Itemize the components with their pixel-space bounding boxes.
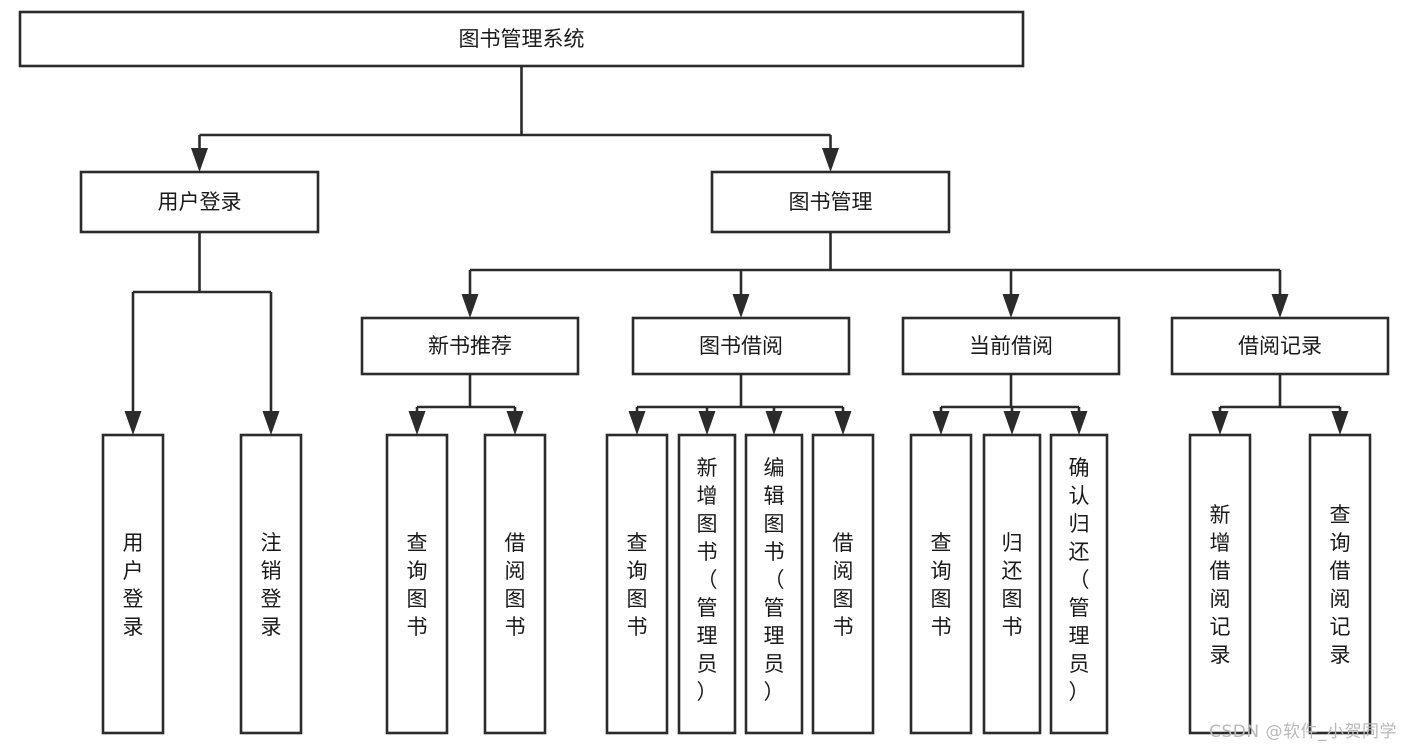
node-box [605, 433, 669, 735]
node-box [982, 433, 1042, 735]
node-label: 图书借阅 [699, 334, 783, 358]
arrow-head-icon [461, 294, 479, 318]
node-label: 编辑图书（管理员） [764, 456, 785, 704]
node-new-book-recommend[interactable]: 新书推荐 [360, 316, 580, 376]
node-box [901, 316, 1121, 376]
arrow-head-icon [1002, 294, 1020, 318]
node-box [811, 433, 875, 735]
node-layer: 图书管理系统用户登录图书管理新书推荐图书借阅当前借阅借阅记录用户登录注销登录查询… [18, 10, 1390, 735]
node-box [631, 316, 851, 376]
arrow-head-icon [628, 411, 646, 435]
arrow-head-icon [262, 411, 280, 435]
node-label: 确认归还（管理员） [1069, 456, 1090, 704]
node-leaf-confirm-return[interactable]: 确认归还（管理员） [1049, 433, 1109, 735]
node-label: 归还图书 [1002, 531, 1023, 639]
node-label: 查询图书 [931, 531, 952, 639]
node-label: 注销登录 [261, 531, 282, 639]
node-leaf-add-book[interactable]: 新增图书（管理员） [677, 433, 737, 735]
node-box [1170, 316, 1390, 376]
node-label: 新增借阅记录 [1210, 503, 1231, 667]
node-box [18, 10, 1025, 68]
node-label: 用户登录 [158, 190, 242, 214]
arrow-head-icon [834, 411, 852, 435]
node-label: 借阅图书 [833, 531, 854, 639]
node-box [385, 433, 449, 735]
node-label: 用户登录 [123, 531, 144, 639]
node-box [1308, 433, 1372, 735]
node-leaf-add-record[interactable]: 新增借阅记录 [1188, 433, 1252, 735]
node-box [483, 433, 547, 735]
node-label: 图书管理 [789, 190, 873, 214]
node-box [360, 316, 580, 376]
node-leaf-query-book-3[interactable]: 查询图书 [909, 433, 973, 735]
node-box [239, 433, 303, 735]
node-label: 借阅记录 [1238, 334, 1322, 358]
arrow-head-icon [506, 411, 524, 435]
node-leaf-borrow-book-1[interactable]: 借阅图书 [483, 433, 547, 735]
node-label: 新增图书（管理员） [697, 456, 718, 704]
node-box [677, 433, 737, 735]
node-leaf-borrow-book-2[interactable]: 借阅图书 [811, 433, 875, 735]
node-root[interactable]: 图书管理系统 [18, 10, 1025, 68]
node-book-management[interactable]: 图书管理 [710, 170, 951, 234]
node-label: 当前借阅 [969, 334, 1053, 358]
node-box [710, 170, 951, 234]
node-box [79, 170, 320, 234]
node-book-borrow[interactable]: 图书借阅 [631, 316, 851, 376]
node-label: 查询借阅记录 [1330, 503, 1351, 667]
node-box [1188, 433, 1252, 735]
node-label: 查询图书 [407, 531, 428, 639]
node-leaf-query-book-2[interactable]: 查询图书 [605, 433, 669, 735]
arrow-head-icon [1003, 411, 1021, 435]
node-box [909, 433, 973, 735]
arrow-head-icon [1331, 411, 1349, 435]
node-leaf-edit-book[interactable]: 编辑图书（管理员） [744, 433, 804, 735]
node-user-login[interactable]: 用户登录 [79, 170, 320, 234]
node-label: 借阅图书 [505, 531, 526, 639]
node-leaf-user-login[interactable]: 用户登录 [101, 433, 165, 735]
connector-layer [124, 66, 1349, 435]
arrow-head-icon [822, 148, 839, 172]
node-current-borrow[interactable]: 当前借阅 [901, 316, 1121, 376]
arrow-head-icon [732, 294, 750, 318]
node-label: 图书管理系统 [459, 27, 585, 51]
arrow-head-icon [932, 411, 950, 435]
arrow-head-icon [191, 148, 208, 172]
node-leaf-query-book-1[interactable]: 查询图书 [385, 433, 449, 735]
node-box [744, 433, 804, 735]
node-label: 新书推荐 [428, 334, 512, 358]
node-leaf-query-record[interactable]: 查询借阅记录 [1308, 433, 1372, 735]
arrow-head-icon [1211, 411, 1229, 435]
node-leaf-logout[interactable]: 注销登录 [239, 433, 303, 735]
arrow-head-icon [698, 411, 716, 435]
arrow-head-icon [1070, 411, 1088, 435]
arrow-head-icon [408, 411, 426, 435]
node-box [101, 433, 165, 735]
arrow-head-icon [124, 411, 142, 435]
node-label: 查询图书 [627, 531, 648, 639]
node-box [1049, 433, 1109, 735]
node-leaf-return-book[interactable]: 归还图书 [982, 433, 1042, 735]
arrow-head-icon [1271, 294, 1289, 318]
arrow-head-icon [765, 411, 783, 435]
node-borrow-record[interactable]: 借阅记录 [1170, 316, 1390, 376]
